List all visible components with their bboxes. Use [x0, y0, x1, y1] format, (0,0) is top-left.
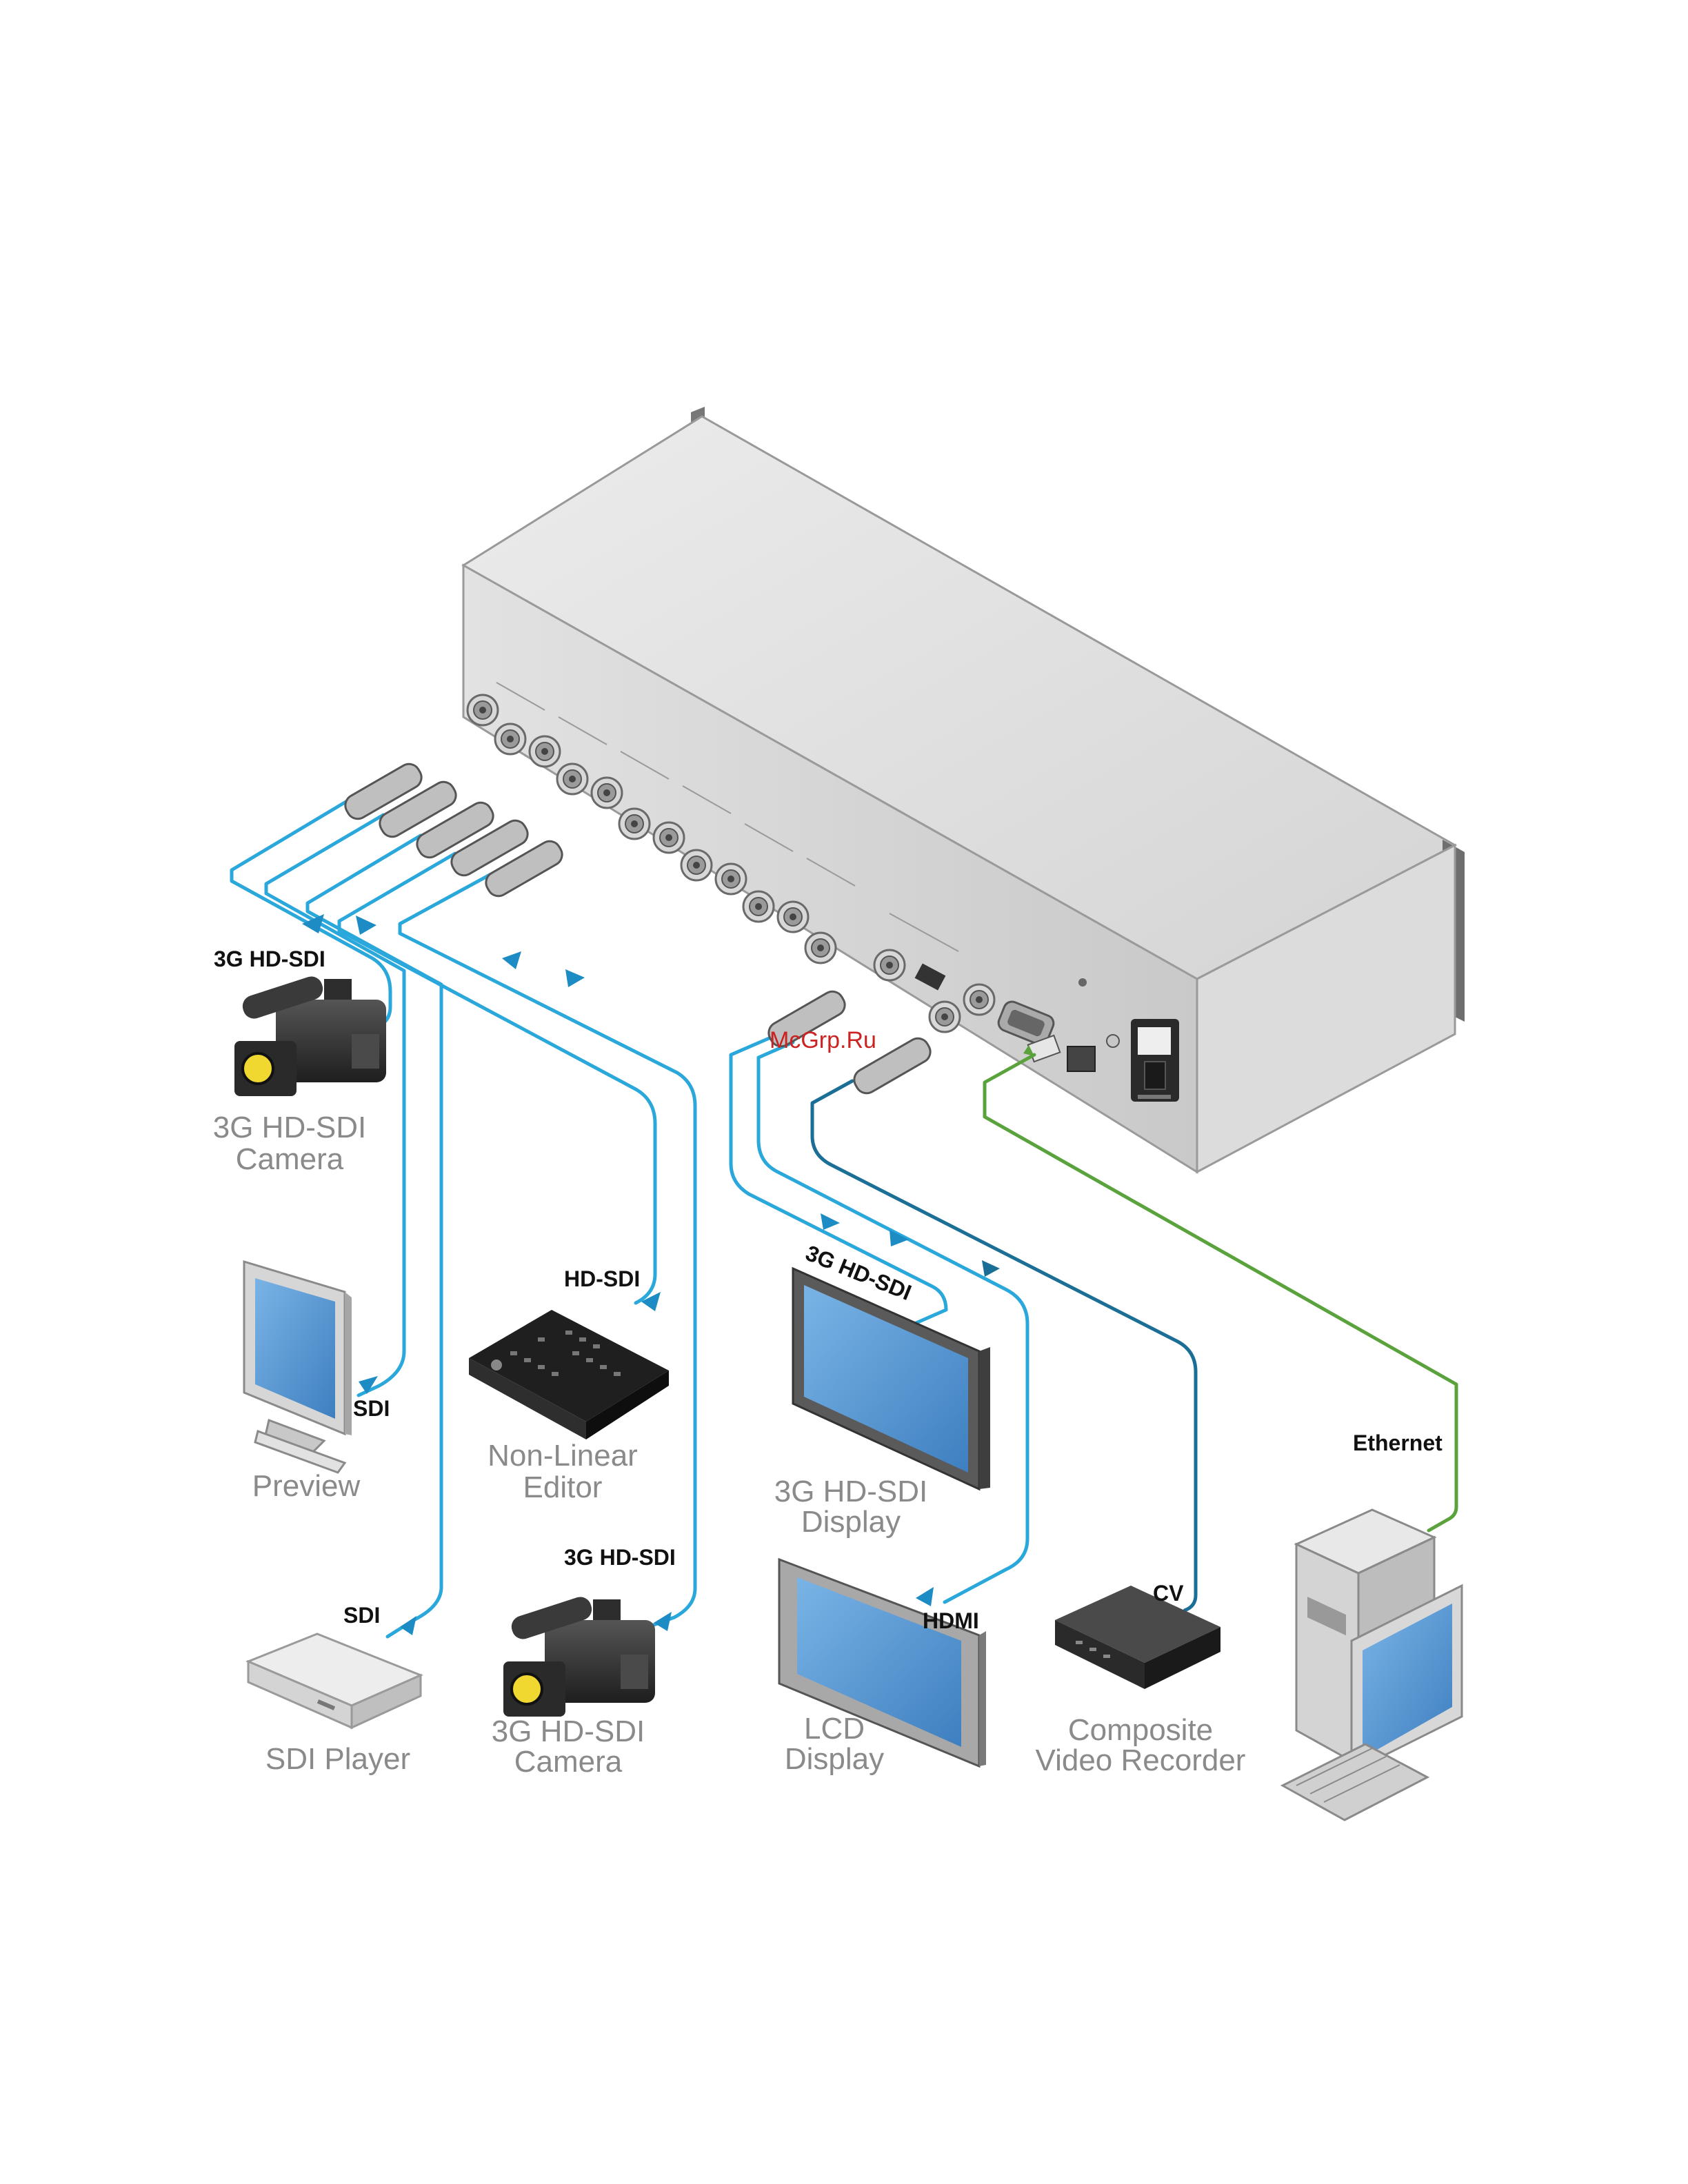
sdi-player-port-label: SDI	[343, 1603, 380, 1628]
camera-2-name-line2: Camera	[514, 1745, 623, 1779]
sdi-player-name: SDI Player	[265, 1742, 410, 1776]
lcd-display-port-label: HDMI	[923, 1608, 979, 1633]
sdi-player-icon	[248, 1634, 421, 1728]
cv-recorder-name-line2: Video Recorder	[1036, 1743, 1246, 1777]
nle-controller-icon	[469, 1310, 669, 1439]
nle-port-label: HD-SDI	[564, 1266, 640, 1291]
camera-2-port-label: 3G HD-SDI	[564, 1545, 676, 1570]
camera-1-name-line1: 3G HD-SDI	[213, 1111, 366, 1144]
lcd-display-name-line1: LCD	[804, 1712, 865, 1746]
camera-1-icon	[234, 973, 386, 1096]
camera-2-icon	[503, 1594, 655, 1717]
cable-sdi-display	[731, 1037, 946, 1329]
nle-name-line2: Editor	[523, 1470, 603, 1504]
computer-icon	[1283, 1510, 1462, 1820]
watermark-text: McGrp.Ru	[770, 1027, 876, 1053]
camera-1-name-line2: Camera	[236, 1142, 344, 1176]
pc-port-label: Ethernet	[1353, 1430, 1443, 1455]
sdi-display-name-line1: 3G HD-SDI	[774, 1475, 927, 1508]
main-unit	[463, 407, 1465, 1172]
lcd-display-name-line2: Display	[785, 1742, 884, 1776]
camera-1-port-label: 3G HD-SDI	[214, 947, 325, 971]
preview-name: Preview	[252, 1469, 361, 1503]
preview-monitor-icon	[244, 1262, 352, 1473]
reset-button	[1078, 978, 1087, 987]
signal-arrows	[302, 914, 1034, 1635]
ethernet-port	[1067, 1046, 1095, 1071]
power-inlet	[1131, 1019, 1179, 1102]
nle-name-line1: Non-Linear	[488, 1439, 638, 1473]
preview-port-label: SDI	[353, 1396, 390, 1421]
cv-recorder-port-label: CV	[1153, 1581, 1184, 1606]
cv-recorder-name-line1: Composite	[1068, 1713, 1213, 1747]
camera-2-name-line1: 3G HD-SDI	[492, 1715, 645, 1748]
cable-nle	[339, 853, 655, 1303]
sdi-display-name-line2: Display	[801, 1505, 901, 1539]
sdi-display-icon	[793, 1268, 990, 1489]
